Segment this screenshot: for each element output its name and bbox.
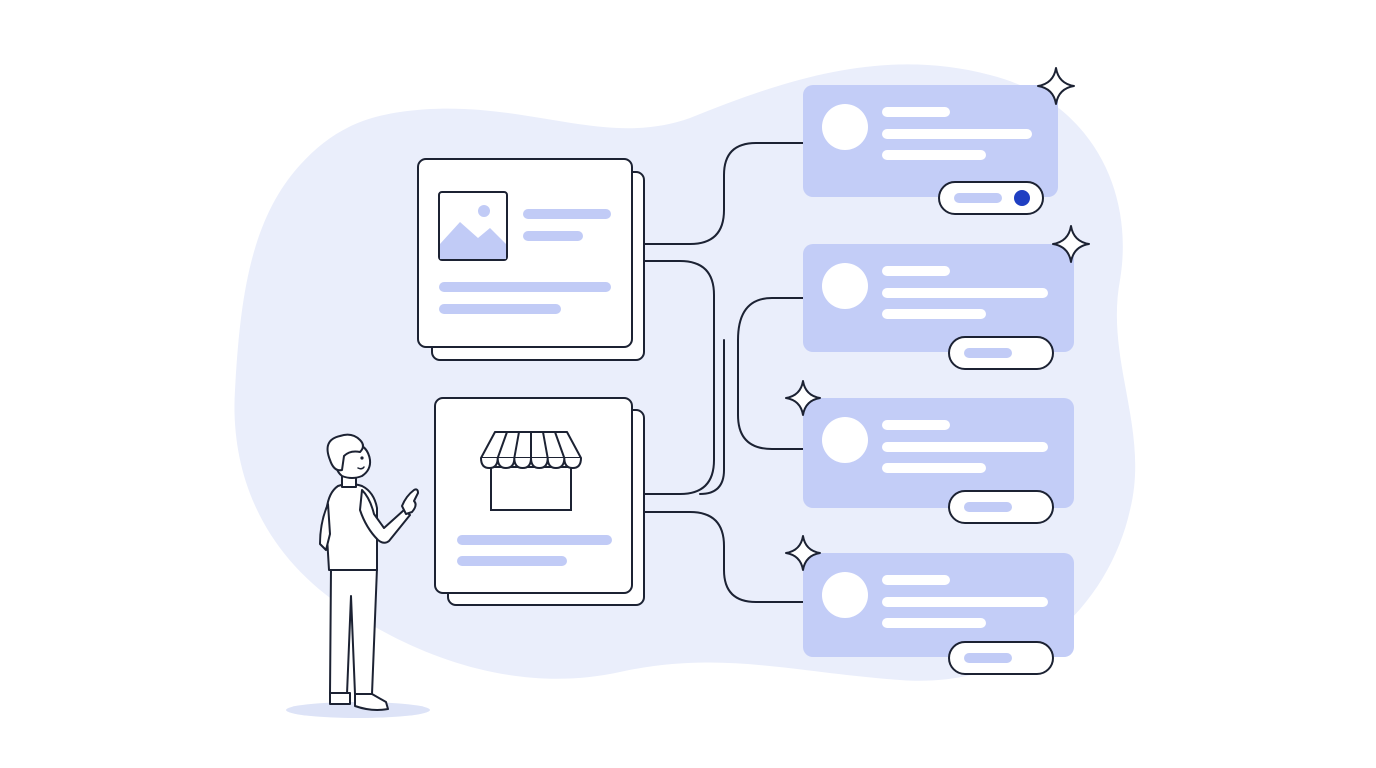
toggle-label-placeholder bbox=[964, 348, 1012, 358]
toggle-switch-off bbox=[948, 490, 1054, 524]
person-hand bbox=[401, 488, 419, 515]
toggle-knob bbox=[1014, 190, 1030, 206]
placeholder-line bbox=[882, 266, 950, 276]
avatar-placeholder bbox=[822, 263, 868, 309]
placeholder-line bbox=[439, 282, 611, 292]
toggle-label-placeholder bbox=[954, 193, 1002, 203]
result-card bbox=[803, 244, 1074, 370]
placeholder-line bbox=[882, 575, 950, 585]
connector-line bbox=[643, 260, 715, 495]
connector-line bbox=[643, 142, 805, 245]
person-figure bbox=[286, 433, 430, 718]
person-legs bbox=[329, 567, 378, 695]
image-card bbox=[417, 158, 645, 361]
avatar-placeholder bbox=[822, 417, 868, 463]
toggle-label-placeholder bbox=[964, 653, 1012, 663]
sparkle-group bbox=[785, 67, 1090, 571]
placeholder-line bbox=[882, 597, 1048, 607]
toggle-switch-on bbox=[938, 181, 1044, 215]
sparkle-icon bbox=[785, 535, 821, 571]
connector-line bbox=[737, 297, 805, 341]
storefront-icon bbox=[480, 431, 582, 511]
connector-line bbox=[699, 339, 725, 495]
connector-line bbox=[643, 511, 805, 603]
placeholder-line bbox=[882, 107, 950, 117]
person-eye bbox=[360, 456, 364, 460]
result-card-list bbox=[803, 85, 1074, 675]
placeholder-line bbox=[882, 309, 986, 319]
result-card-body bbox=[803, 398, 1074, 508]
result-card bbox=[803, 553, 1074, 675]
sparkle-icon bbox=[785, 380, 821, 416]
placeholder-line bbox=[882, 150, 986, 160]
person-shoe bbox=[329, 692, 351, 705]
connector-line bbox=[737, 339, 805, 450]
placeholder-line bbox=[439, 304, 561, 314]
person-mouth bbox=[357, 466, 365, 470]
person-shoe bbox=[354, 693, 389, 711]
placeholder-line bbox=[457, 535, 612, 545]
toggle-label-placeholder bbox=[964, 502, 1012, 512]
store-card bbox=[434, 397, 645, 606]
toggle-switch-off bbox=[948, 336, 1054, 370]
placeholder-line bbox=[882, 442, 1048, 452]
person-arm bbox=[319, 503, 331, 551]
result-card bbox=[803, 85, 1058, 215]
connector-lines bbox=[643, 142, 805, 603]
placeholder-line bbox=[457, 556, 567, 566]
person-hair bbox=[326, 433, 364, 472]
ground-shadow bbox=[286, 702, 430, 718]
placeholder-line bbox=[523, 231, 583, 241]
avatar-placeholder bbox=[822, 104, 868, 150]
result-card bbox=[803, 398, 1074, 524]
avatar-placeholder bbox=[822, 572, 868, 618]
sparkle-icon bbox=[1052, 225, 1090, 263]
placeholder-line bbox=[882, 618, 986, 628]
image-icon bbox=[438, 191, 508, 261]
sparkle-icon bbox=[1037, 67, 1075, 105]
placeholder-line bbox=[882, 288, 1048, 298]
person-arm bbox=[359, 489, 411, 544]
placeholder-line bbox=[523, 209, 611, 219]
placeholder-line bbox=[882, 129, 1032, 139]
placeholder-line bbox=[882, 463, 986, 473]
toggle-switch-off bbox=[948, 641, 1054, 675]
result-card-body bbox=[803, 85, 1058, 197]
placeholder-line bbox=[882, 420, 950, 430]
